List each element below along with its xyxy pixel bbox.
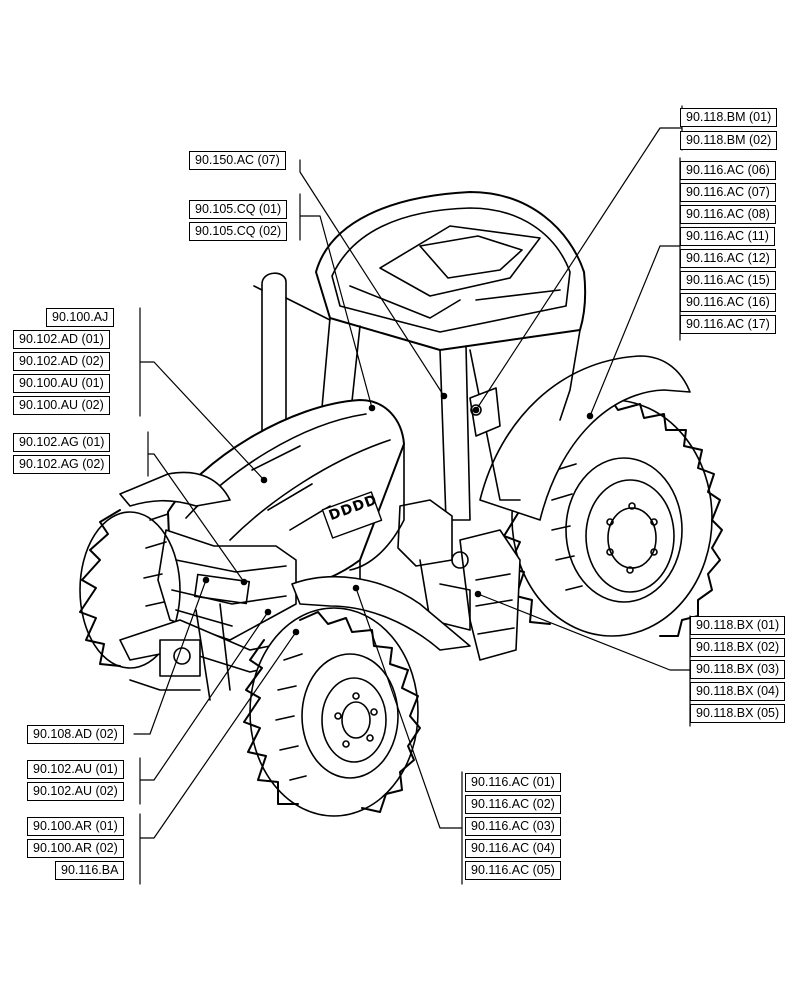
label-90-116-ac-01[interactable]: 90.116.AC (01) [465,773,561,792]
label-90-102-au-01[interactable]: 90.102.AU (01) [27,760,124,779]
label-90-102-au-02[interactable]: 90.102.AU (02) [27,782,124,801]
label-90-116-ac-05[interactable]: 90.116.AC (05) [465,861,561,880]
label-90-150-ac-07[interactable]: 90.150.AC (07) [189,151,286,170]
label-90-100-au-01[interactable]: 90.100.AU (01) [13,374,110,393]
front-right-fender [291,575,471,651]
label-90-118-bx-05[interactable]: 90.118.BX (05) [690,704,786,723]
steps-and-tank [397,499,521,661]
label-90-116-ac-08[interactable]: 90.116.AC (08) [680,205,776,224]
label-90-116-ba[interactable]: 90.116.BA [55,861,125,880]
label-90-102-ad-02[interactable]: 90.102.AD (02) [13,352,110,371]
label-90-118-bx-01[interactable]: 90.118.BX (01) [690,616,786,635]
front-left-wheel [79,509,181,669]
label-90-116-ac-03[interactable]: 90.116.AC (03) [465,817,561,836]
label-90-116-ac-04[interactable]: 90.116.AC (04) [465,839,561,858]
label-90-105-cq-02[interactable]: 90.105.CQ (02) [189,222,288,241]
label-90-116-ac-17[interactable]: 90.116.AC (17) [680,315,776,334]
label-90-118-bx-03[interactable]: 90.118.BX (03) [690,660,786,679]
callout-dots [202,392,594,636]
label-90-116-ac-06[interactable]: 90.116.AC (06) [680,161,776,180]
label-90-116-ac-07[interactable]: 90.116.AC (07) [680,183,776,202]
label-90-100-aj[interactable]: 90.100.AJ [46,308,115,327]
label-90-102-ag-01[interactable]: 90.102.AG (01) [13,433,111,452]
label-90-102-ag-02[interactable]: 90.102.AG (02) [13,455,111,474]
label-90-118-bm-02[interactable]: 90.118.BM (02) [680,131,778,150]
label-90-105-cq-01[interactable]: 90.105.CQ (01) [189,200,288,219]
label-90-116-ac-02[interactable]: 90.116.AC (02) [465,795,561,814]
hood [157,399,405,641]
label-90-116-ac-11[interactable]: 90.116.AC (11) [680,227,775,246]
label-90-118-bx-04[interactable]: 90.118.BX (04) [690,682,786,701]
label-90-108-ad-02[interactable]: 90.108.AD (02) [27,725,124,744]
label-90-118-bx-02[interactable]: 90.118.BX (02) [690,638,786,657]
label-90-118-bm-01[interactable]: 90.118.BM (01) [680,108,778,127]
rear-fender [479,355,691,521]
label-90-100-au-02[interactable]: 90.100.AU (02) [13,396,110,415]
label-90-100-ar-02[interactable]: 90.100.AR (02) [27,839,124,858]
front-axle [119,603,301,701]
label-90-116-ac-12[interactable]: 90.116.AC (12) [680,249,776,268]
label-90-100-ar-01[interactable]: 90.100.AR (01) [27,817,124,836]
label-90-116-ac-16[interactable]: 90.116.AC (16) [680,293,776,312]
label-90-116-ac-15[interactable]: 90.116.AC (15) [680,271,776,290]
label-90-102-ad-01[interactable]: 90.102.AD (01) [13,330,110,349]
front-left-fender [119,471,231,507]
front-right-wheel [243,607,421,817]
